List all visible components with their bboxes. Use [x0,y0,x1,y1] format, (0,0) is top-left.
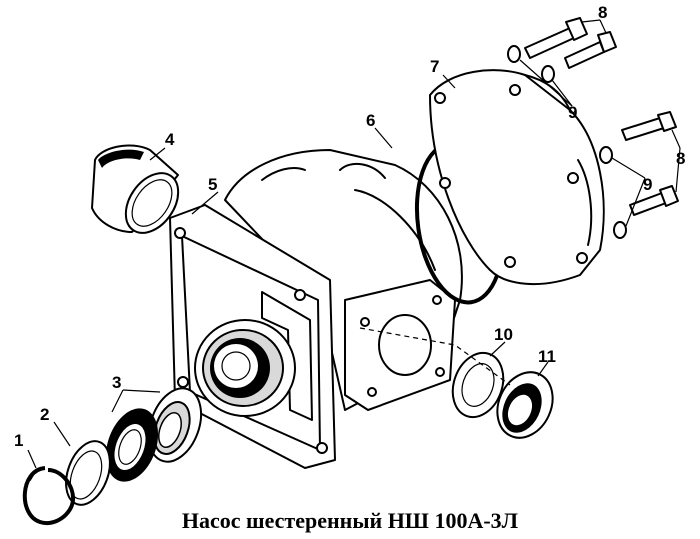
callout-numbers: 1 2 3 4 5 6 7 8 9 8 9 10 11 [14,3,685,450]
part-7-cover-plate [429,69,605,286]
callout-5: 5 [208,175,217,194]
part-4-bushing [91,144,180,234]
callout-6: 6 [366,111,375,130]
callout-9-top: 9 [568,103,577,122]
part-5-pump-housing [169,149,463,469]
part-9-washers [507,45,627,239]
leader-lines [27,19,681,469]
diagram-caption: Насос шестеренный НШ 100А-3Л [181,508,519,533]
callout-8-top: 8 [598,3,607,22]
part-1-snap-ring [22,466,76,526]
callout-3: 3 [112,373,121,392]
callout-11: 11 [538,347,556,366]
callout-7: 7 [430,57,439,76]
callout-9-right: 9 [643,175,652,194]
part-10-gasket [451,351,505,419]
part-3-seals [105,387,203,482]
callout-2: 2 [40,405,49,424]
callout-4: 4 [165,130,175,149]
part-8-bolts [524,17,679,216]
part-2-ring [65,440,111,506]
callout-1: 1 [14,431,23,450]
callout-8-right: 8 [676,149,685,168]
callout-10: 10 [494,325,513,344]
